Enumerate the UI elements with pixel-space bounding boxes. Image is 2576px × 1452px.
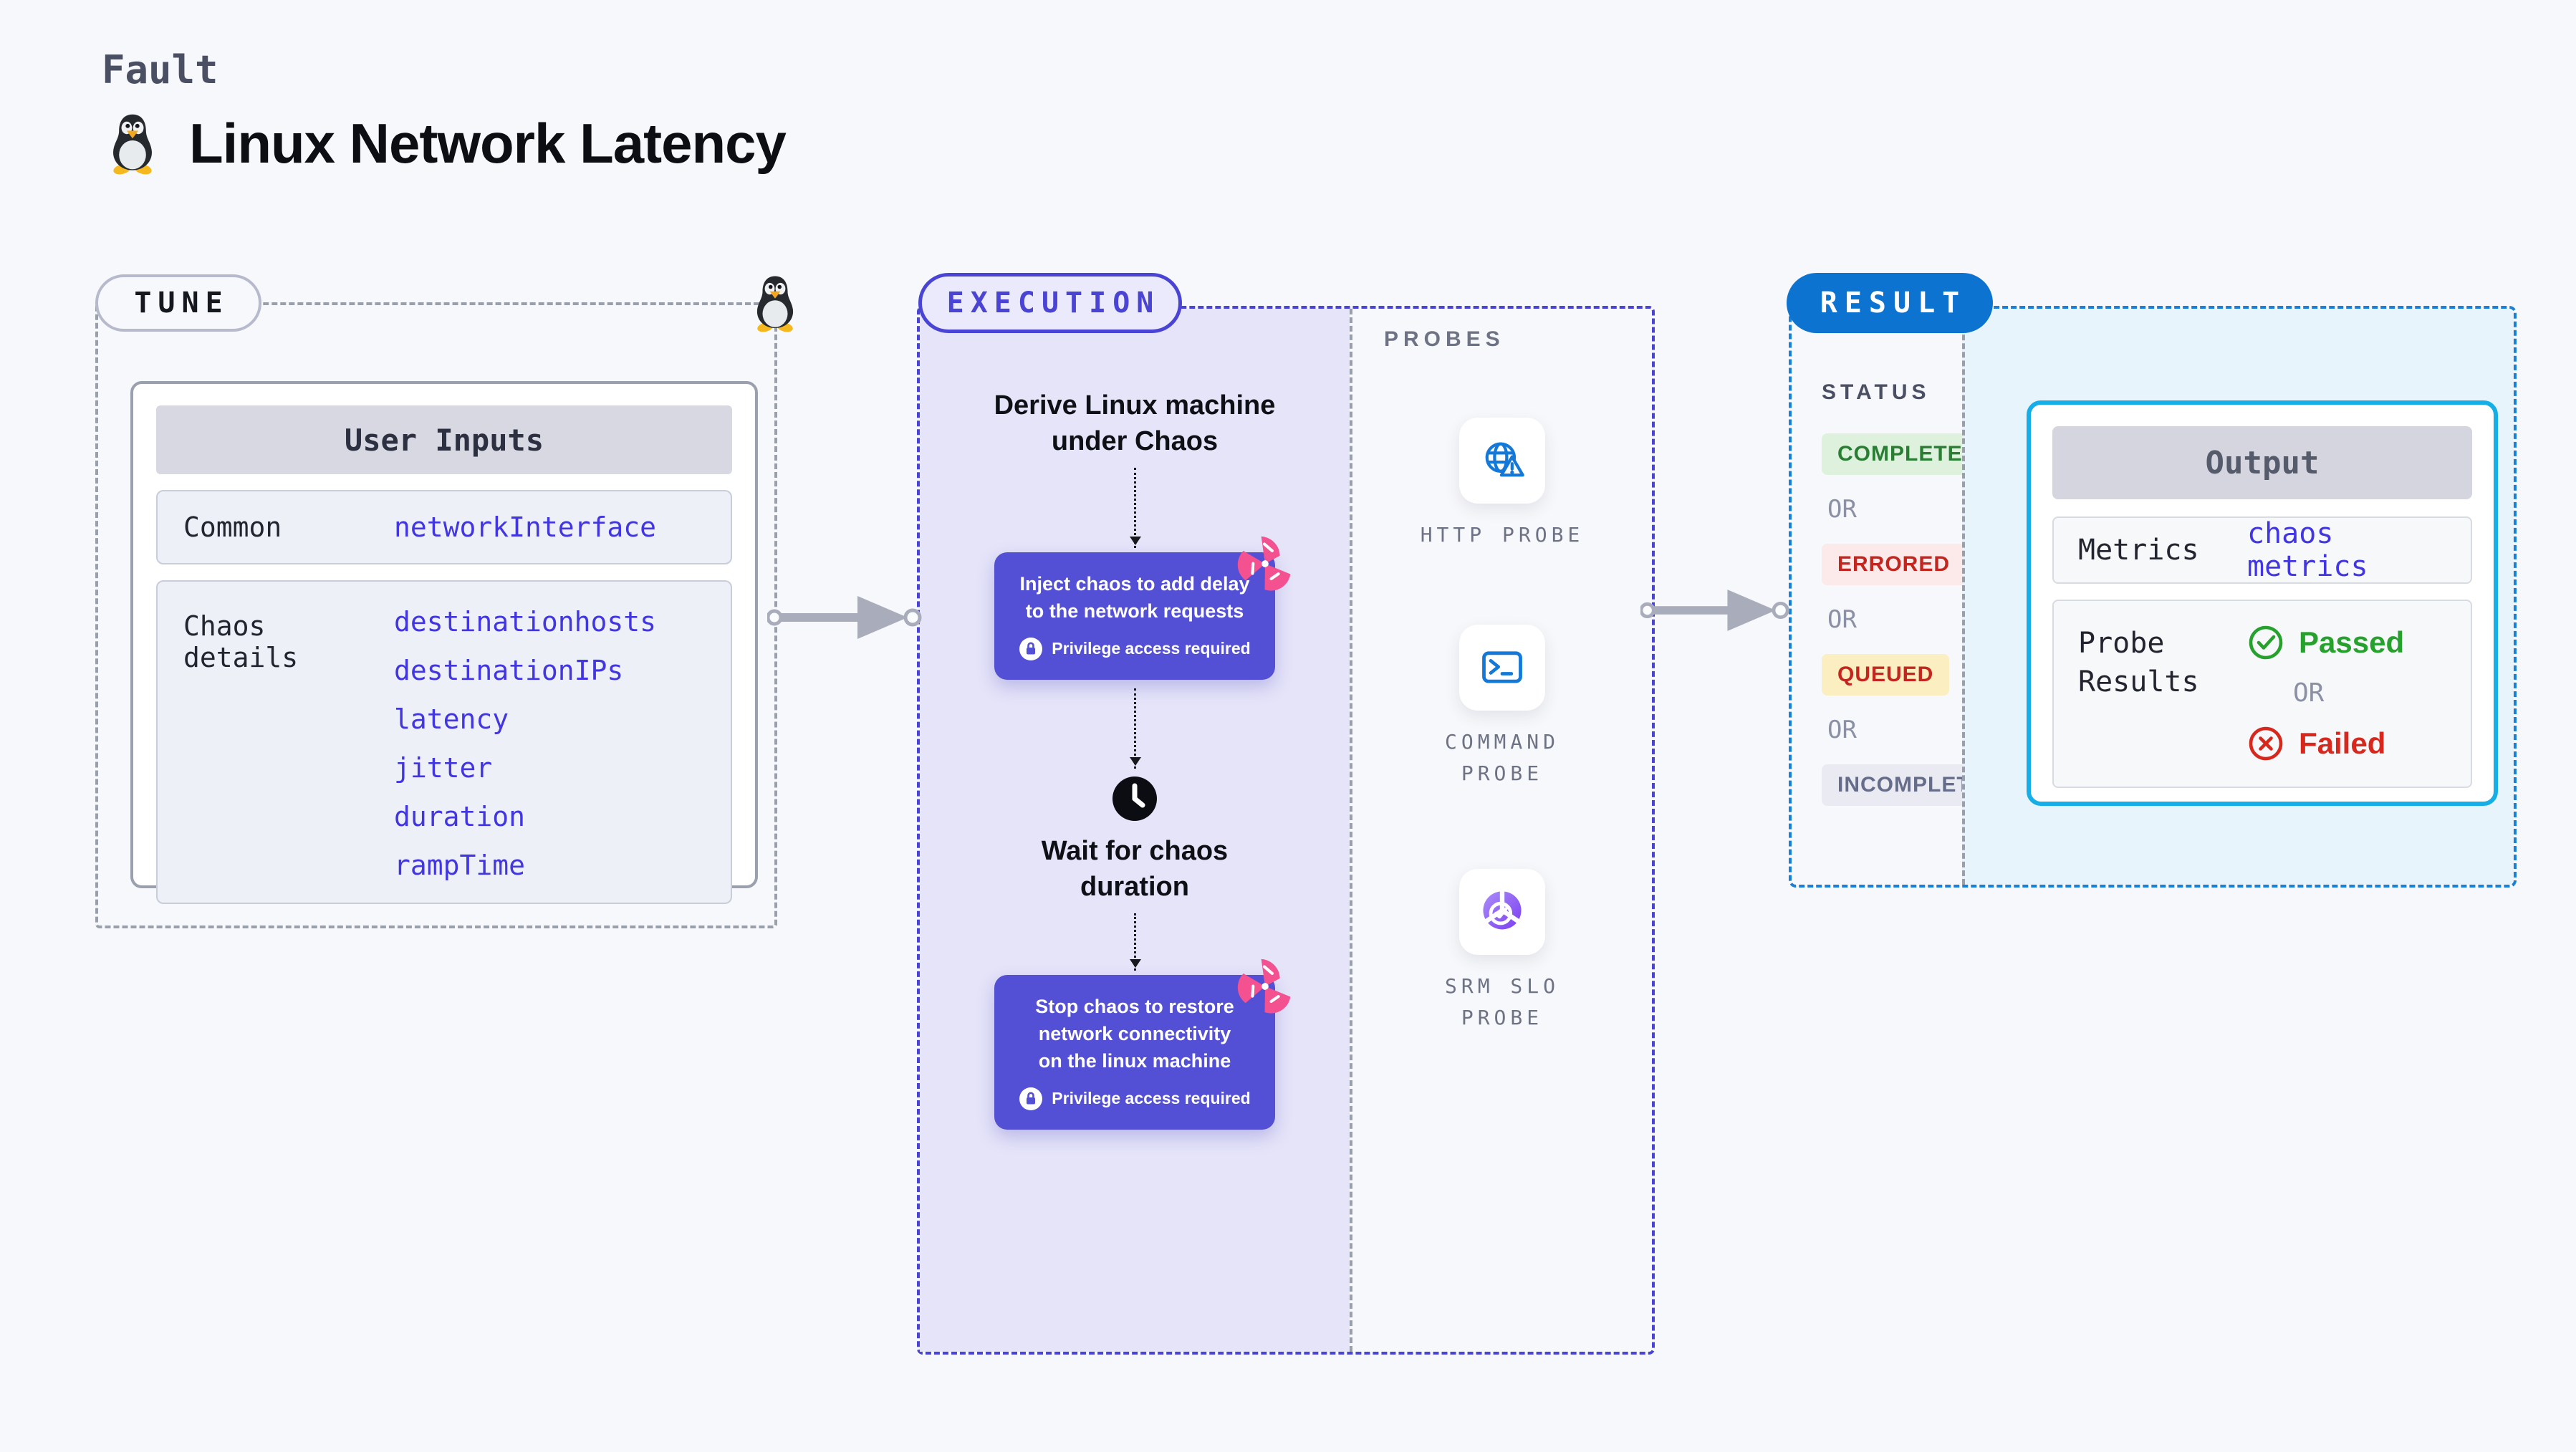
failed-label: Failed <box>2299 726 2386 760</box>
status-list: COMPLETED OR ERRORED OR QUEUED OR INCOMP… <box>1822 433 2018 806</box>
fault-kicker: Fault <box>102 47 218 92</box>
lock-icon <box>1019 637 1043 661</box>
privilege-note-label: Privilege access required <box>1052 639 1251 658</box>
output-row-metrics: Metrics chaos metrics <box>2052 516 2472 584</box>
output-pane: Output Metrics chaos metrics Probe Resul… <box>1962 309 2514 885</box>
row-label: Common <box>183 511 282 543</box>
step-inject-label: Inject chaos to add delay to the network… <box>1019 573 1250 622</box>
down-dotted-arrow <box>1129 688 1141 769</box>
probe-http: HTTP PROBE <box>1412 418 1592 550</box>
step-stop-chaos: Stop chaos to restore network connectivi… <box>994 975 1275 1130</box>
x-circle-icon <box>2247 725 2284 762</box>
flow-arrow-tune-to-execution <box>765 582 927 653</box>
chaos-pinwheel-icon <box>1229 951 1300 1022</box>
or-separator: OR <box>2293 678 2325 708</box>
step-derive: Derive Linux machine under Chaos <box>994 390 1276 457</box>
privilege-note-label: Privilege access required <box>1052 1089 1251 1108</box>
row-label: Probe Results <box>2078 627 2199 698</box>
user-inputs-header: User Inputs <box>156 405 732 474</box>
privilege-note: Privilege access required <box>1011 637 1258 661</box>
step-wait: Wait for chaos duration <box>1041 835 1229 903</box>
probe-command: COMMAND PROBE <box>1412 625 1592 789</box>
param-link[interactable]: rampTime <box>394 850 526 881</box>
status-heading: STATUS <box>1822 380 1931 404</box>
page-header: Linux Network Latency <box>102 107 787 179</box>
probe-label: HTTP PROBE <box>1420 523 1585 547</box>
tux-linux-icon <box>102 107 163 179</box>
status-badge-queued: QUEUED <box>1822 654 1950 696</box>
probe-card[interactable] <box>1459 869 1545 956</box>
or-separator: OR <box>1827 716 1857 744</box>
or-separator: OR <box>1827 605 1857 634</box>
probe-label: SRM SLO PROBE <box>1444 974 1559 1029</box>
execution-flow-lane: Derive Linux machine under Chaos Inject … <box>920 309 1350 1352</box>
output-header: Output <box>2052 426 2472 499</box>
down-dotted-arrow <box>1129 468 1141 549</box>
output-card: Output Metrics chaos metrics Probe Resul… <box>2027 400 2498 806</box>
tune-badge: TUNE <box>95 274 261 332</box>
flow-arrow-execution-to-result <box>1640 574 1792 646</box>
chaos-metrics-link[interactable]: chaos metrics <box>2247 517 2368 583</box>
probe-card[interactable] <box>1459 418 1545 504</box>
terminal-icon <box>1478 643 1527 692</box>
param-list: destinationhosts destinationIPs latency … <box>394 606 656 881</box>
failed-line: Failed <box>2247 725 2404 762</box>
result-badge: RESULT <box>1787 273 1993 333</box>
probe-results-values: Passed OR Failed <box>2247 624 2404 762</box>
status-badge-errored: ERRORED <box>1822 544 1966 585</box>
row-label: Chaos details <box>183 610 299 673</box>
tux-linux-icon-small <box>746 272 804 334</box>
privilege-note: Privilege access required <box>1011 1087 1258 1111</box>
param-link[interactable]: destinationIPs <box>394 655 624 686</box>
page-title: Linux Network Latency <box>189 111 787 175</box>
output-row-probe-results: Probe Results Passed OR Failed <box>2052 600 2472 788</box>
result-section: STATUS COMPLETED OR ERRORED OR QUEUED OR… <box>1789 306 2517 888</box>
probe-srm-slo: SRM SLO PROBE <box>1412 869 1592 1033</box>
lock-icon <box>1019 1087 1043 1111</box>
chaos-pinwheel-icon <box>1229 529 1300 600</box>
execution-badge: EXECUTION <box>918 273 1182 333</box>
probes-heading: PROBES <box>1384 327 1505 351</box>
check-circle-icon <box>2247 624 2284 661</box>
param-link[interactable]: destinationhosts <box>394 606 657 638</box>
passed-line: Passed <box>2247 624 2404 661</box>
probes-lane: PROBES HTTP PROBE COMMAND PROBE SRM SLO … <box>1350 309 1652 1352</box>
step-stop-label: Stop chaos to restore network connectivi… <box>1035 996 1234 1072</box>
row-label: Metrics <box>2078 534 2199 567</box>
passed-label: Passed <box>2299 625 2405 659</box>
or-separator: OR <box>1827 495 1857 524</box>
status-column: STATUS COMPLETED OR ERRORED OR QUEUED OR… <box>1792 309 2018 885</box>
down-dotted-arrow <box>1129 913 1141 971</box>
step-inject-chaos: Inject chaos to add delay to the network… <box>994 552 1275 680</box>
clock-icon <box>1112 776 1158 822</box>
probe-label: COMMAND PROBE <box>1444 730 1559 785</box>
table-row-chaos-details: Chaos details destinationhosts destinati… <box>156 580 732 904</box>
param-link[interactable]: duration <box>394 801 526 832</box>
user-inputs-card: User Inputs Common networkInterface Chao… <box>130 381 758 904</box>
probe-card[interactable] <box>1459 625 1545 711</box>
param-link[interactable]: latency <box>394 703 509 735</box>
table-row-common: Common networkInterface <box>156 490 732 564</box>
param-link[interactable]: networkInterface <box>394 511 657 543</box>
globe-alert-icon <box>1478 436 1527 485</box>
slo-donut-check-icon <box>1478 888 1527 936</box>
execution-section: Derive Linux machine under Chaos Inject … <box>917 306 1655 1355</box>
param-link[interactable]: jitter <box>394 752 493 784</box>
